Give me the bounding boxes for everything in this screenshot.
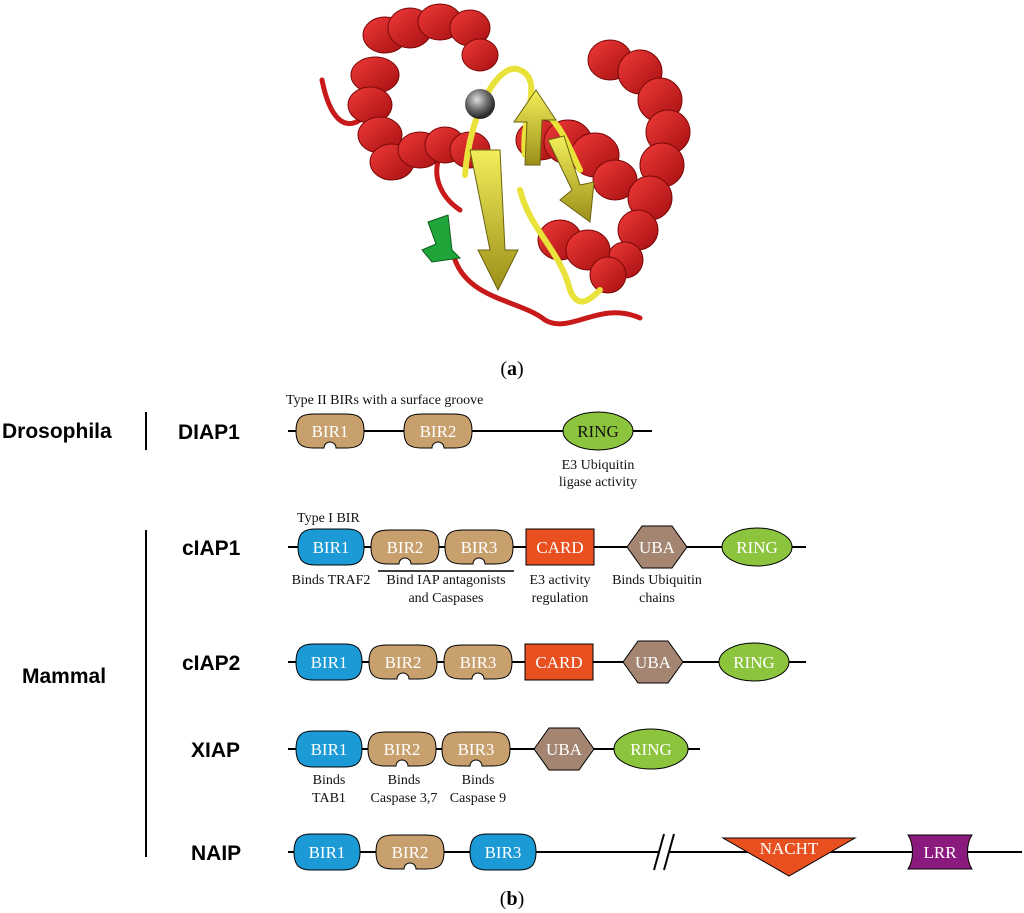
beta-strand-2	[513, 89, 557, 166]
domain-card: CARD	[524, 643, 594, 681]
helix-left	[347, 56, 415, 181]
domain-bir2: BIR2	[375, 834, 445, 870]
note-bir1-2: TAB1	[312, 791, 346, 806]
protein-name: NAIP	[191, 842, 241, 865]
domain-ring: RING	[718, 642, 790, 682]
zinc-atom	[465, 89, 495, 119]
svg-text:UBA: UBA	[639, 538, 676, 557]
svg-text:BIR1: BIR1	[311, 740, 348, 759]
note-bir23-1: Bind IAP antagonists	[386, 573, 505, 588]
note-uba-1: Binds Ubiquitin	[612, 573, 702, 588]
domain-card: CARD	[525, 528, 595, 566]
svg-text:BIR1: BIR1	[309, 843, 346, 862]
svg-text:BIR3: BIR3	[460, 653, 497, 672]
svg-text:RING: RING	[577, 422, 619, 441]
protein-structure	[319, 3, 691, 327]
note-bir2-1: Binds	[388, 773, 421, 788]
svg-text:UBA: UBA	[546, 740, 583, 759]
domain-lrr: LRR	[907, 834, 973, 870]
beta-strand-3	[547, 135, 595, 223]
protein-name: cIAP2	[182, 652, 240, 675]
svg-text:BIR2: BIR2	[384, 740, 421, 759]
note-bir1-1: Binds	[313, 773, 346, 788]
svg-text:BIR1: BIR1	[313, 538, 350, 557]
domain-nacht: NACHT	[721, 837, 857, 877]
row-xiap: XIAP BIR1 BIR2 BIR3 UBA RING Binds TAB1 …	[191, 727, 700, 806]
note-card-1: E3 activity	[529, 573, 590, 588]
caption-a: (a)	[500, 358, 523, 380]
caption-b: (b)	[500, 888, 524, 910]
domain-bir1: BIR1	[295, 413, 365, 449]
note-type1-bir: Type I BIR	[297, 511, 360, 526]
organism-mammal: Mammal	[22, 665, 106, 688]
protein-name: cIAP1	[182, 537, 241, 560]
domain-bir2: BIR2	[368, 644, 438, 680]
domain-bir1: BIR1	[295, 730, 363, 768]
helix-right	[587, 39, 691, 279]
note-uba-2: chains	[639, 591, 675, 606]
svg-text:BIR3: BIR3	[458, 740, 495, 759]
domain-bir2: BIR2	[403, 413, 473, 449]
domain-bir1: BIR1	[297, 528, 365, 566]
note-ring-2: ligase activity	[559, 475, 637, 490]
domain-bir3: BIR3	[441, 731, 511, 767]
beta-strand-1	[469, 149, 519, 292]
domain-ring: RING	[721, 527, 793, 567]
note-type2-bir: Type II BIRs with a surface groove	[286, 393, 483, 408]
note-bir1: Binds TRAF2	[292, 573, 371, 588]
svg-text:BIR2: BIR2	[385, 653, 422, 672]
svg-text:BIR1: BIR1	[311, 653, 348, 672]
domain-bir3: BIR3	[443, 644, 513, 680]
helix-top-left	[362, 3, 499, 72]
domain-ring: RING	[613, 728, 689, 770]
svg-text:UBA: UBA	[635, 653, 672, 672]
note-bir3-1: Binds	[462, 773, 495, 788]
domain-bir3: BIR3	[469, 833, 537, 871]
svg-text:BIR2: BIR2	[392, 843, 429, 862]
svg-text:BIR1: BIR1	[312, 422, 349, 441]
note-bir23-2: and Caspases	[408, 591, 483, 606]
svg-text:BIR3: BIR3	[485, 843, 522, 862]
domain-uba: UBA	[626, 525, 688, 569]
domain-bir2: BIR2	[370, 529, 440, 565]
svg-text:BIR3: BIR3	[461, 538, 498, 557]
note-bir3-2: Caspase 9	[450, 791, 506, 806]
protein-name: XIAP	[191, 739, 240, 762]
svg-text:BIR2: BIR2	[420, 422, 457, 441]
break-mark-icon	[653, 833, 675, 871]
row-naip: NAIP BIR1 BIR2 BIR3 NACHT LRR	[191, 833, 1022, 877]
protein-name: DIAP1	[178, 421, 240, 444]
svg-text:RING: RING	[733, 653, 775, 672]
domain-uba: UBA	[622, 640, 684, 684]
svg-text:RING: RING	[736, 538, 778, 557]
domain-bir3: BIR3	[444, 529, 514, 565]
domain-bir1: BIR1	[293, 833, 361, 871]
note-ring-1: E3 Ubiquitin	[562, 458, 635, 473]
note-card-2: regulation	[532, 591, 589, 606]
bound-peptide	[421, 214, 462, 263]
svg-text:LRR: LRR	[923, 843, 957, 862]
svg-text:RING: RING	[630, 740, 672, 759]
domain-bir1: BIR1	[295, 643, 363, 681]
svg-text:NACHT: NACHT	[760, 839, 819, 858]
row-ciap1: cIAP1 Type I BIR BIR1 BIR2 BIR3 CARD UBA…	[182, 511, 806, 606]
svg-text:CARD: CARD	[536, 538, 583, 557]
domain-bir2: BIR2	[367, 731, 437, 767]
note-bir2-2: Caspase 3,7	[371, 791, 438, 806]
svg-text:BIR2: BIR2	[387, 538, 424, 557]
svg-text:CARD: CARD	[535, 653, 582, 672]
row-ciap2: cIAP2 BIR1 BIR2 BIR3 CARD UBA RING	[182, 640, 806, 684]
domain-ring: RING	[562, 411, 634, 451]
organism-drosophila: Drosophila	[2, 420, 112, 443]
helix-bottom	[537, 219, 627, 294]
row-diap1: DIAP1 Type II BIRs with a surface groove…	[178, 393, 652, 490]
domain-uba: UBA	[533, 727, 595, 771]
